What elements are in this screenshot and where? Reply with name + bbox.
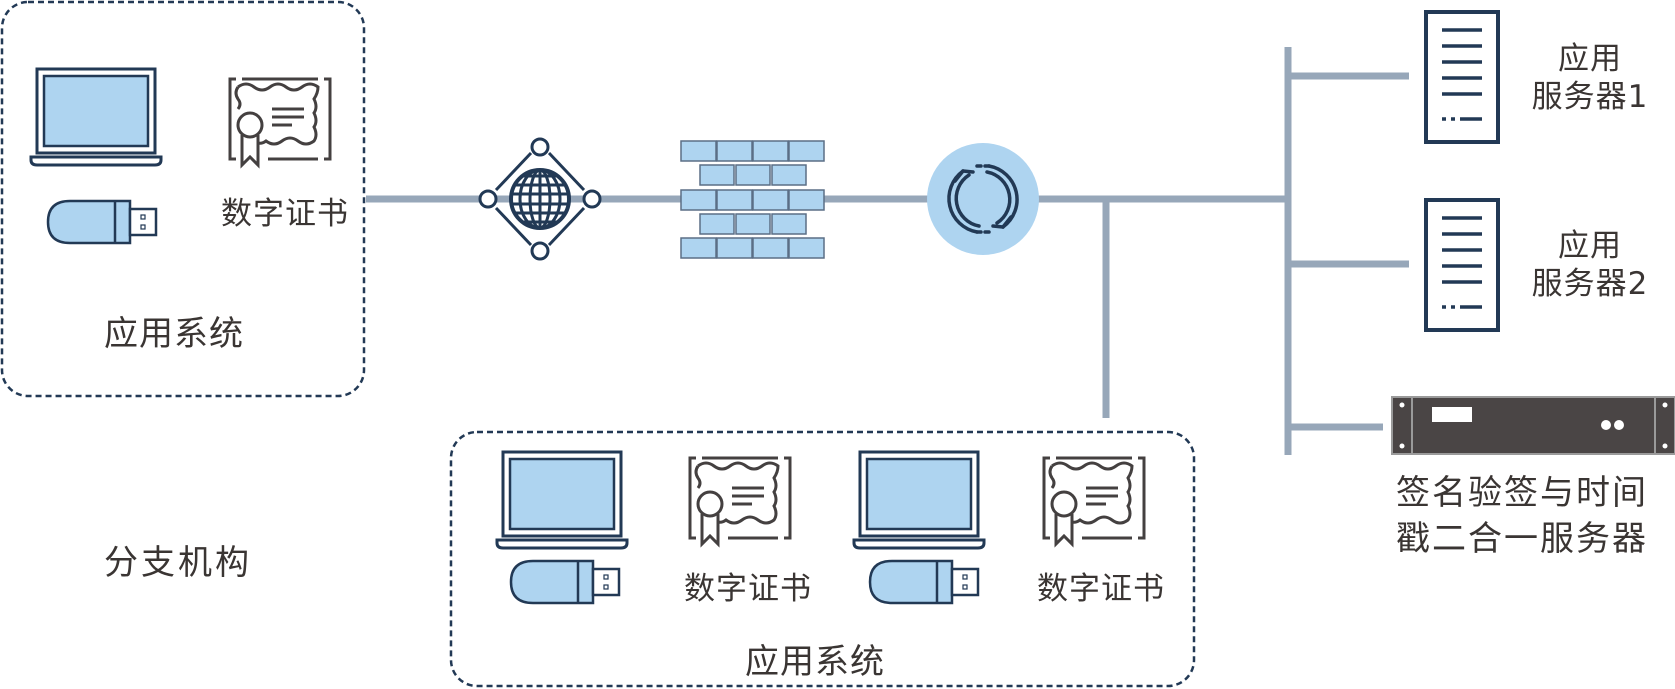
usb-key-icon [46, 199, 158, 245]
branch-certificate-2-icon [1042, 456, 1146, 546]
branch-certificate-1-icon [688, 456, 792, 546]
sign-timestamp-server-icon [1391, 396, 1675, 455]
branch-usb-key-2-icon [868, 559, 980, 605]
app-server-1-label-line1: 应用 [1558, 41, 1622, 77]
sign-server-label-line2: 戳二合一服务器 [1396, 519, 1648, 559]
app-server-2-label-line1: 应用 [1558, 228, 1622, 264]
app-server-1-label-line2: 服务器1 [1531, 79, 1649, 115]
branch-usb-key-1-icon [509, 559, 621, 605]
app-server-2-icon [1424, 198, 1500, 332]
sign-server-label-line1: 签名验签与时间 [1396, 473, 1648, 513]
laptop-icon [29, 67, 163, 167]
app-server-1-label: 应用 服务器1 [1520, 40, 1660, 116]
main-system-boundary [0, 0, 366, 398]
sync-gateway-icon [927, 143, 1039, 255]
network-links [366, 47, 1409, 455]
branch-laptop-1-icon [495, 450, 629, 550]
main-system-label: 应用系统 [104, 314, 244, 354]
firewall-icon [680, 140, 825, 259]
sign-server-label: 签名验签与时间 戳二合一服务器 [1396, 470, 1648, 562]
internet-gateway-icon [478, 137, 602, 261]
certificate-icon [228, 77, 332, 167]
branch-cert-label-2: 数字证书 [1037, 571, 1165, 607]
branch-title: 分支机构 [104, 543, 252, 583]
branch-cert-label-1: 数字证书 [684, 571, 812, 607]
main-cert-label: 数字证书 [221, 196, 349, 232]
branch-system-boundary [449, 430, 1196, 688]
app-server-1-icon [1424, 10, 1500, 144]
branch-system-label: 应用系统 [745, 642, 885, 682]
branch-laptop-2-icon [852, 450, 986, 550]
app-server-2-label: 应用 服务器2 [1520, 227, 1660, 303]
app-server-2-label-line2: 服务器2 [1531, 266, 1649, 302]
